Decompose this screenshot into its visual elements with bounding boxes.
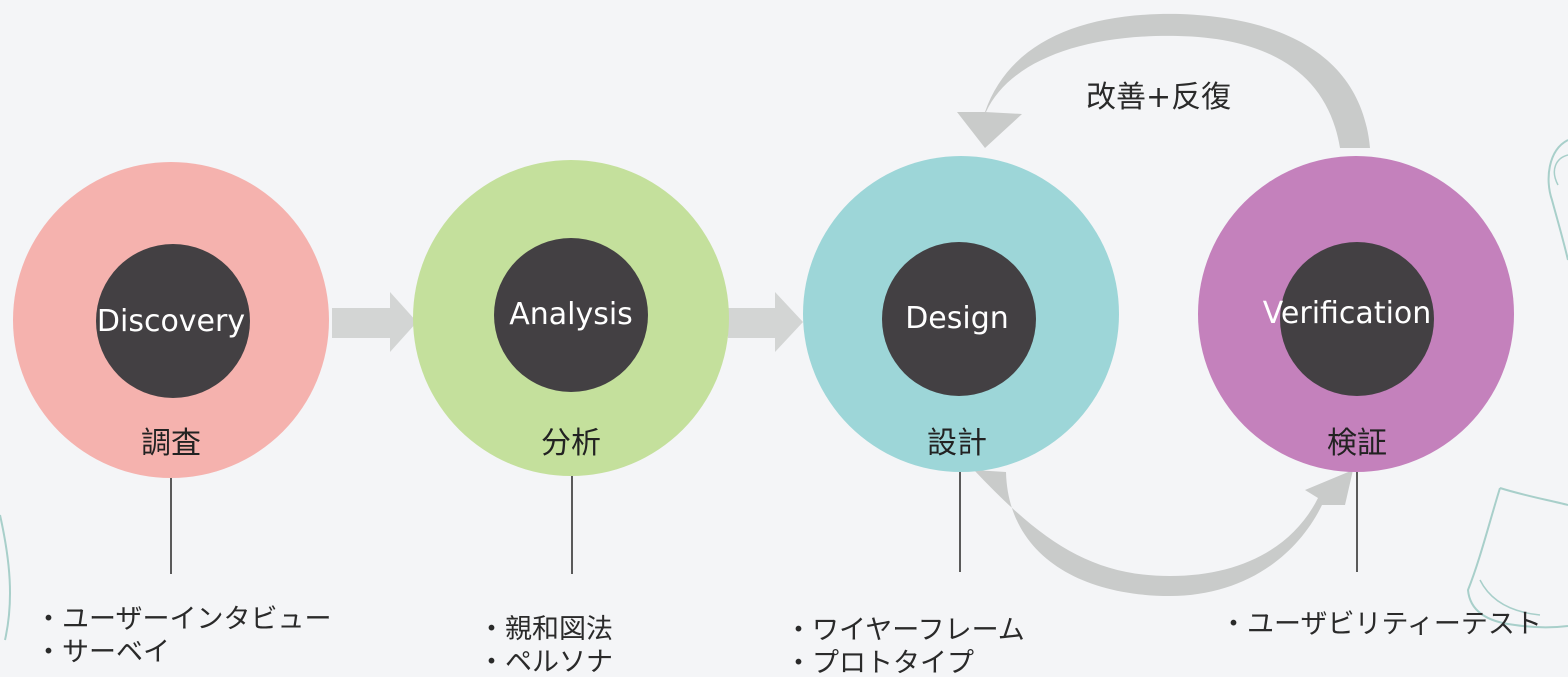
sketch-decoration-icon [1466,487,1568,629]
discovery-stem [170,478,172,574]
sketch-decoration-icon [0,514,11,641]
analysis-methods: ・親和図法 ・ペルソナ [478,613,613,677]
design-label-ja: 設計 [927,426,987,461]
discovery-methods: ・ユーザーインタビュー ・サーベイ [35,603,331,669]
analysis-label-ja: 分析 [541,426,601,461]
sketch-decoration-icon [1553,154,1568,186]
method-item: ・ペルソナ [478,647,613,677]
analysis-label-en: Analysis [509,297,633,332]
method-item: ・ワイヤーフレーム [785,615,1025,646]
method-item: ・親和図法 [478,614,613,645]
verification-label-en: Verification [1262,296,1432,331]
design-methods: ・ワイヤーフレーム ・プロトタイプ [785,614,1025,677]
discovery-label-en: Discovery [96,304,246,339]
verification-inner-circle [1280,242,1434,396]
design-label-en: Design [905,301,1009,336]
design-inner-circle [882,242,1036,396]
method-item: ・ユーザーインタビュー [35,604,332,635]
sketch-decoration-icon [1479,579,1541,616]
verification-methods: ・ユーザビリティーテスト [1220,608,1542,641]
verification-label-ja: 検証 [1327,426,1387,461]
loop-arrow-bottom-icon [974,470,1353,596]
loop-label: 改善+反復 [1086,80,1232,115]
sketch-decoration-icon [1547,139,1568,261]
analysis-stem [571,476,573,574]
analysis-inner-circle [494,238,648,392]
discovery-label-ja: 調査 [141,426,201,461]
method-item: ・プロトタイプ [785,648,974,677]
right-arrow-icon [332,292,417,352]
method-item: ・ユーザビリティーテスト [1220,609,1542,640]
right-arrow-icon [728,292,803,352]
verification-stem [1356,472,1358,572]
discovery-inner-circle [96,244,250,398]
design-stem [959,472,961,572]
method-item: ・サーベイ [35,637,170,668]
loop-arrow-top-icon [957,13,1370,148]
sketch-decoration-icon [1499,487,1568,506]
